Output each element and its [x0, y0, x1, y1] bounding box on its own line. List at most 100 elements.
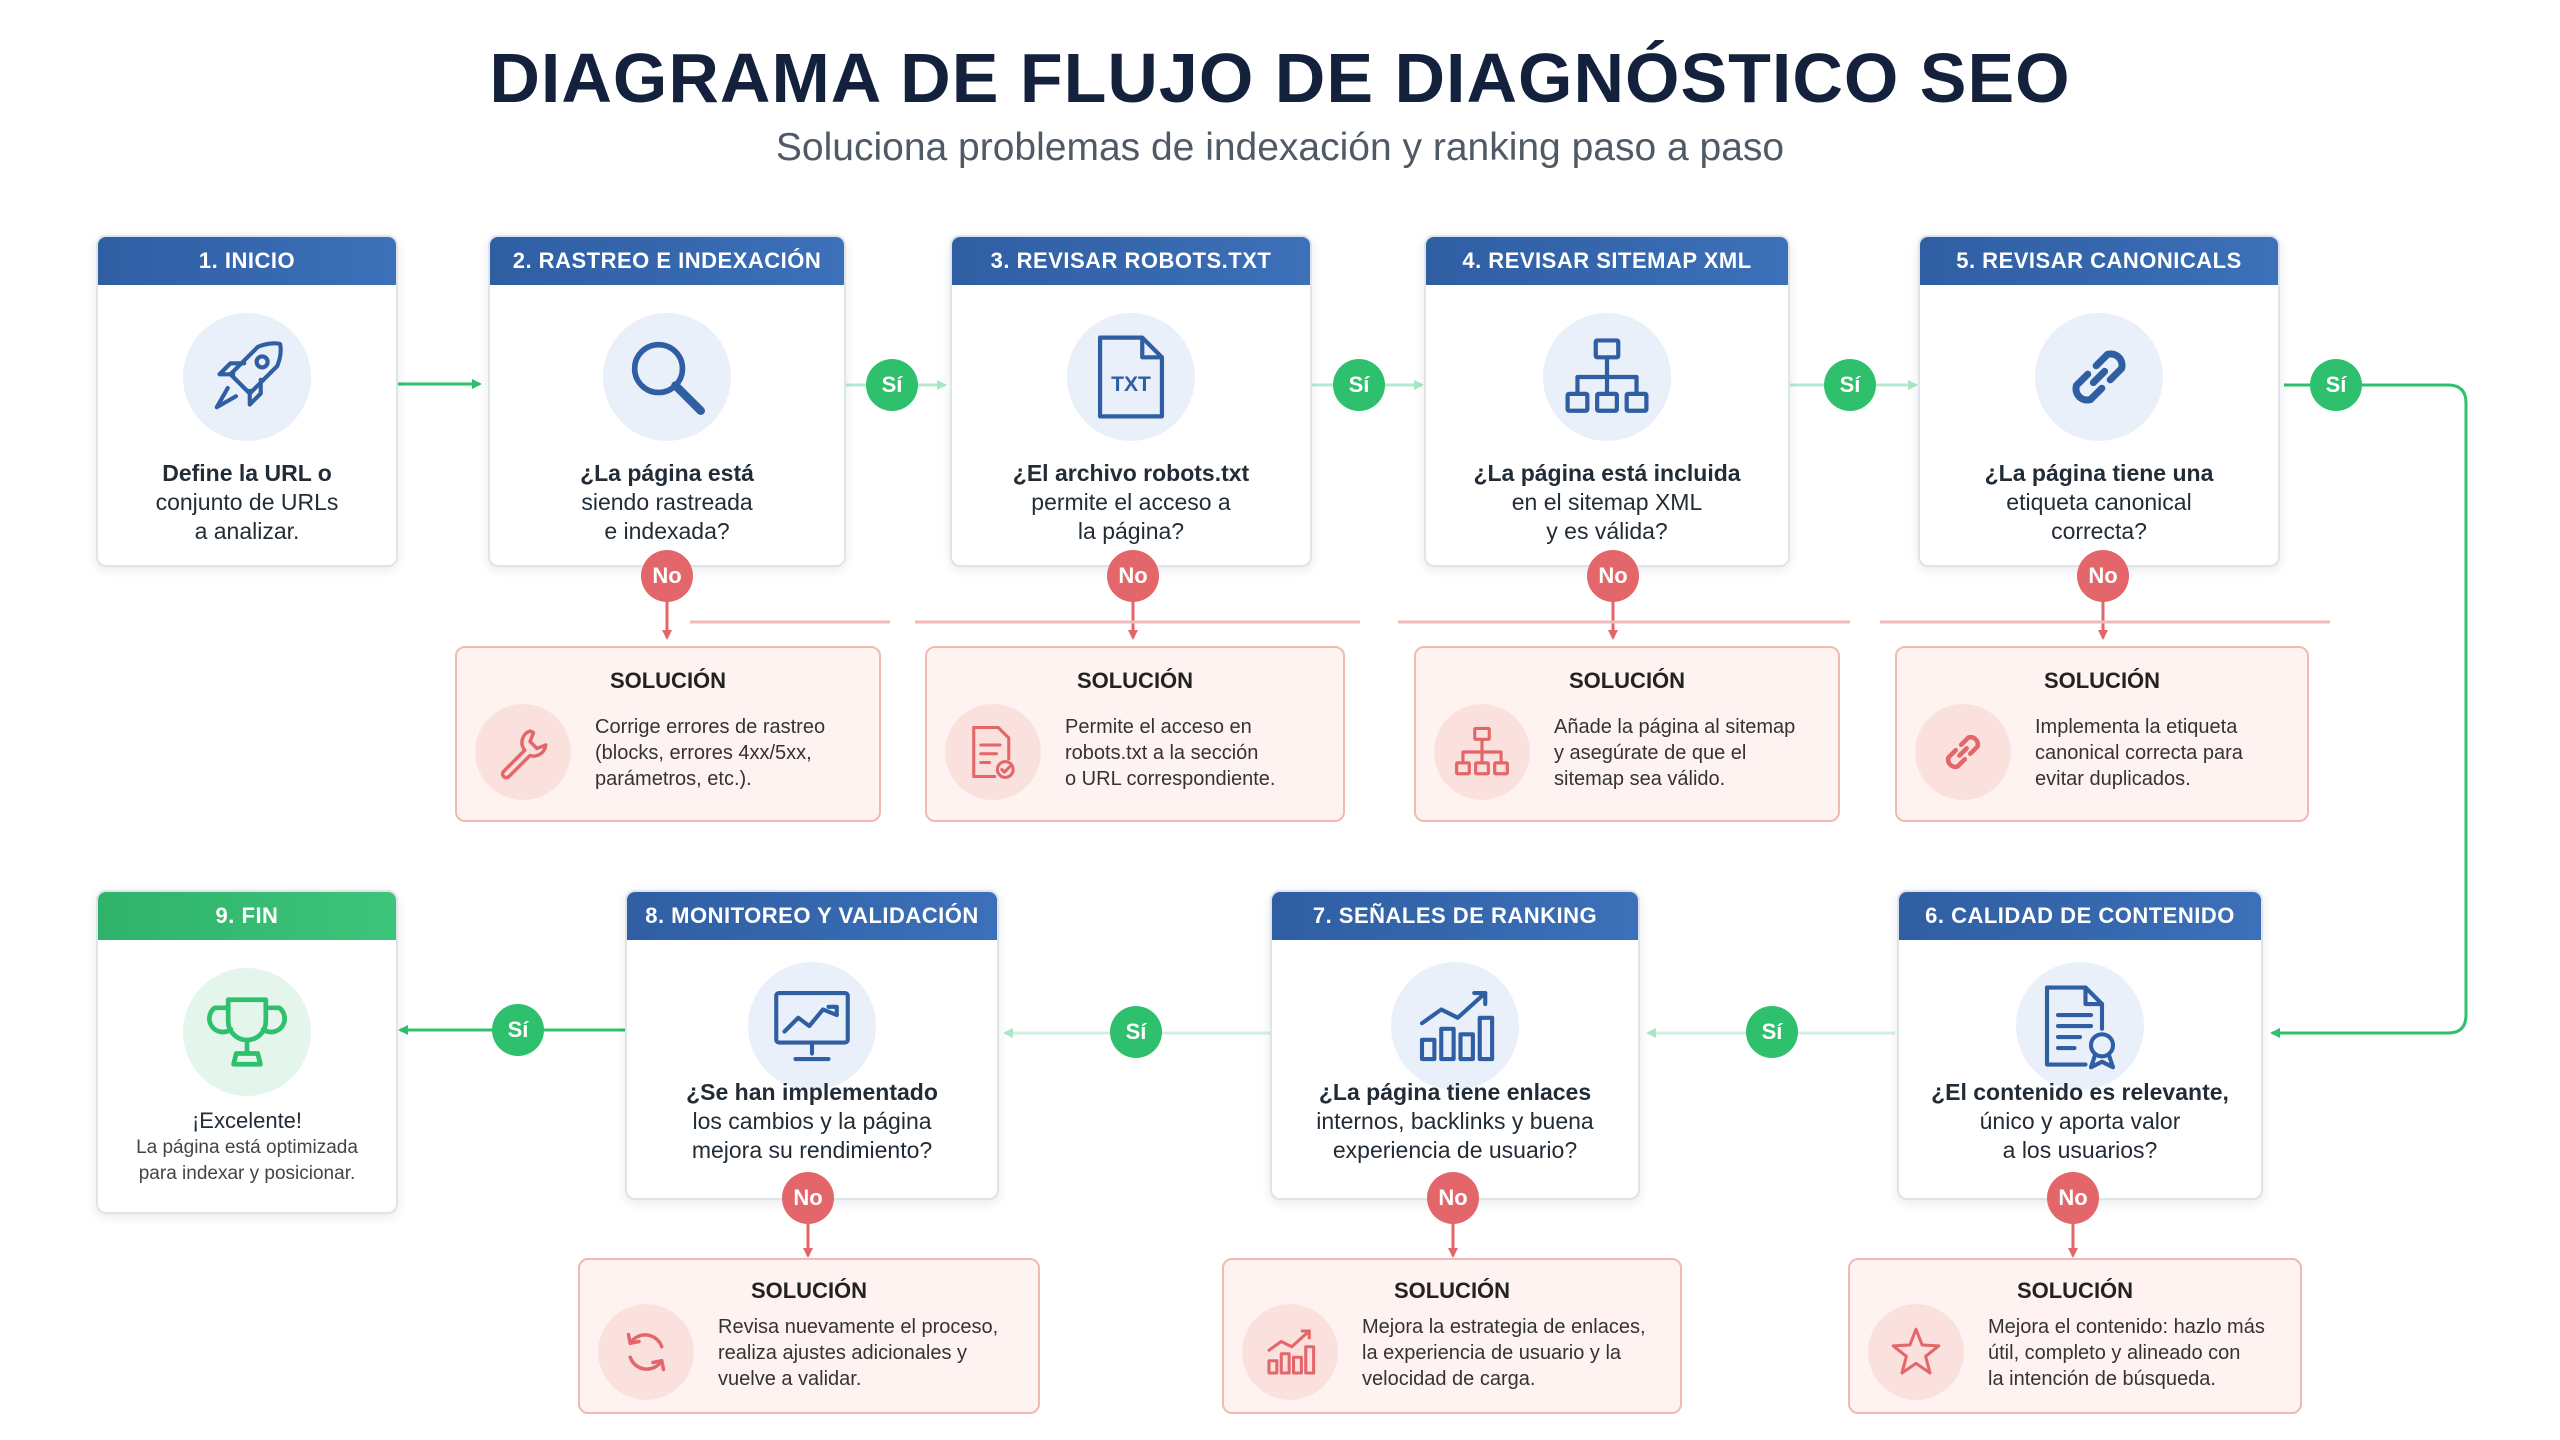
solution-line: Añade la página al sitemap [1554, 716, 1796, 738]
yes-badge: Sí [1110, 1006, 1162, 1058]
solution-line: Permite el acceso en [1065, 716, 1252, 738]
solution-line: canonical correcta para [2035, 742, 2243, 764]
no-badge: No [2077, 550, 2129, 602]
step-6-content-quality: 6. CALIDAD DE CONTENIDO ¿El contenido es… [1897, 890, 2263, 1200]
solution-line: robots.txt a la sección [1065, 742, 1259, 764]
yes-badge: Sí [1333, 359, 1385, 411]
step-line: y es válida? [1546, 518, 1668, 544]
yes-badge: Sí [2310, 359, 2362, 411]
step-line: en el sitemap XML [1511, 489, 1703, 515]
yes-badge: Sí [1824, 359, 1876, 411]
no-badge: No [1427, 1172, 1479, 1224]
step-line: ¿La página tiene enlaces [1318, 1079, 1592, 1105]
trophy-icon [207, 997, 287, 1067]
step-line: internos, backlinks y buena [1316, 1108, 1594, 1134]
solution-line: y asegúrate de que el [1554, 742, 1747, 764]
file-check-icon [972, 725, 1015, 779]
solution-title: SOLUCIÓN [1393, 1278, 1511, 1303]
solution-line: o URL correspondiente. [1065, 768, 1276, 790]
solution-title: SOLUCIÓN [2016, 1278, 2134, 1303]
yes-badge: Sí [1746, 1006, 1798, 1058]
step-line: Define la URL o [162, 460, 332, 486]
step-line: ¿La página está [580, 460, 754, 486]
step-line: ¿Se han implementado [686, 1079, 938, 1105]
rocket-icon [214, 341, 283, 410]
solution-line: parámetros, etc.). [595, 768, 752, 790]
solution-line: vuelve a validar. [718, 1368, 862, 1390]
no-badge: No [782, 1172, 834, 1224]
step-line: conjunto de URLs [155, 489, 339, 515]
solution-line: velocidad de carga. [1362, 1368, 1536, 1390]
link-icon [2072, 350, 2126, 404]
monitor-chart-icon [774, 990, 850, 1062]
solution-line: la intención de búsqueda. [1988, 1368, 2216, 1390]
wrench-icon [500, 729, 548, 780]
refresh-icon [626, 1332, 666, 1372]
step-line: ¿El archivo robots.txt [1012, 460, 1250, 486]
yes-badge: Sí [492, 1004, 544, 1056]
txt-file-icon: TXT [1097, 335, 1165, 419]
solution-line: evitar duplicados. [2035, 768, 2191, 790]
no-badge: No [1587, 550, 1639, 602]
step-7-ranking-signals: 7. SEÑALES DE RANKING ¿La página tiene e… [1270, 890, 1640, 1200]
solution-title: SOLUCIÓN [2043, 668, 2161, 693]
sitemap-icon [1455, 726, 1509, 776]
solution-line: la experiencia de usuario y la [1362, 1342, 1622, 1364]
step-line: ¿La página está incluida [1473, 460, 1741, 486]
document-badge-icon [2044, 985, 2116, 1070]
solution-line: Mejora la estrategia de enlaces, [1362, 1316, 1646, 1338]
solution-line: Mejora el contenido: hazlo más [1988, 1316, 2265, 1338]
no-badge: No [641, 550, 693, 602]
solution-title: SOLUCIÓN [1568, 668, 1686, 693]
step-title: 6. CALIDAD DE CONTENIDO [1899, 892, 2261, 940]
solution-line: sitemap sea válido. [1554, 768, 1726, 790]
magnifier-icon [631, 341, 705, 415]
solution-monitoring: SOLUCIÓN Revisa nuevamente el proceso, r… [578, 1258, 1040, 1414]
step-title: 4. REVISAR SITEMAP XML [1426, 237, 1788, 285]
step-line: correcta? [2051, 518, 2147, 544]
step-line: mejora su rendimiento? [691, 1137, 933, 1163]
step-line: a los usuarios? [2002, 1137, 2158, 1163]
step-title: 8. MONITOREO Y VALIDACIÓN [627, 892, 997, 940]
step-9-end: 9. FIN ¡Excelente! La página está optimi… [96, 890, 398, 1214]
solution-title: SOLUCIÓN [1076, 668, 1194, 693]
solution-crawl: SOLUCIÓN Corrige errores de rastreo (blo… [455, 646, 881, 822]
solution-line: Revisa nuevamente el proceso, [718, 1316, 999, 1338]
star-icon [1891, 1327, 1941, 1375]
step-3-robots: 3. REVISAR ROBOTS.TXT TXT ¿El archivo ro… [950, 235, 1312, 567]
step-title: 1. INICIO [98, 237, 396, 285]
step-line: e indexada? [604, 518, 730, 544]
solution-title: SOLUCIÓN [750, 1278, 868, 1303]
step-line: ¿El contenido es relevante, [1931, 1079, 2229, 1105]
step-line: los cambios y la página [692, 1108, 932, 1134]
step-line: siendo rastreada [581, 489, 753, 515]
step-line: etiqueta canonical [2006, 489, 2192, 515]
solution-sitemap: SOLUCIÓN Añade la página al sitemap y as… [1414, 646, 1840, 822]
step-title: 2. RASTREO E INDEXACIÓN [490, 237, 844, 285]
solution-line: realiza ajustes adicionales y [718, 1342, 968, 1364]
step-title: 5. REVISAR CANONICALS [1920, 237, 2278, 285]
step-5-canonicals: 5. REVISAR CANONICALS ¿La página tiene u… [1918, 235, 2280, 567]
solution-title: SOLUCIÓN [609, 668, 727, 693]
link-icon [1945, 734, 1981, 770]
step-line: La página está optimizada [136, 1137, 358, 1158]
page-title: DIAGRAMA DE FLUJO DE DIAGNÓSTICO SEO [489, 39, 2071, 117]
solution-line: (blocks, errores 4xx/5xx, [595, 742, 812, 764]
step-line: la página? [1077, 518, 1185, 544]
step-1-start: 1. INICIO Define la URL o conjunto de UR… [96, 235, 398, 567]
step-4-sitemap: 4. REVISAR SITEMAP XML ¿La página está i… [1424, 235, 1790, 567]
step-line: a analizar. [194, 518, 300, 544]
growth-chart-icon [1267, 1329, 1316, 1375]
solution-canonical: SOLUCIÓN Implementa la etiqueta canonica… [1895, 646, 2309, 822]
step-title: 9. FIN [98, 892, 396, 940]
solution-line: Corrige errores de rastreo [595, 716, 826, 738]
step-2-crawl-index: 2. RASTREO E INDEXACIÓN ¿La página está … [488, 235, 846, 567]
step-line: ¡Excelente! [191, 1108, 303, 1133]
solution-content: SOLUCIÓN Mejora el contenido: hazlo más … [1848, 1258, 2302, 1414]
sitemap-icon [1565, 338, 1649, 413]
step-line: para indexar y posicionar. [138, 1163, 356, 1184]
no-badge: No [1107, 550, 1159, 602]
solution-line: Implementa la etiqueta [2035, 716, 2238, 738]
step-title: 3. REVISAR ROBOTS.TXT [952, 237, 1310, 285]
growth-chart-icon [1419, 990, 1495, 1062]
